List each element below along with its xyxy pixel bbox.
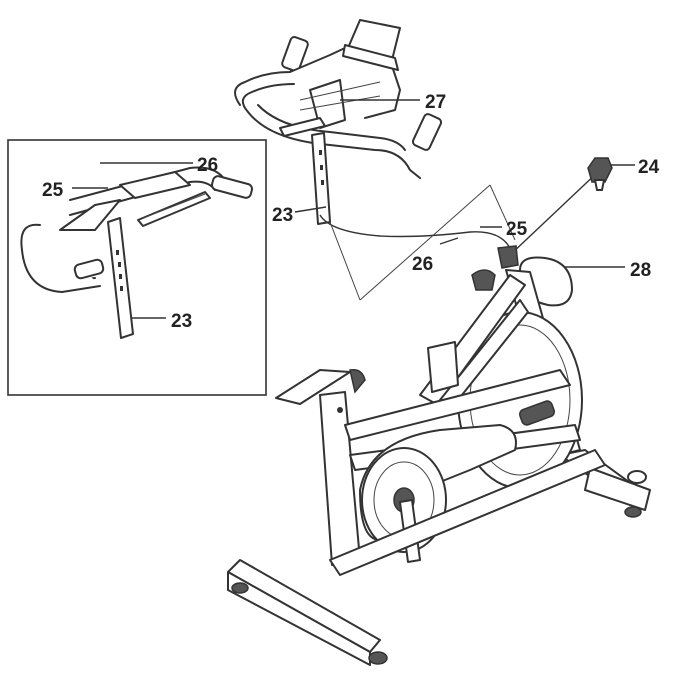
label-27: 27 <box>425 92 446 113</box>
projection-lines <box>329 184 516 301</box>
inset-seat-stem <box>107 217 134 339</box>
bottle-holder <box>427 341 459 393</box>
inset-detail-panel: 26 25 23 <box>7 139 267 396</box>
bike-frame <box>227 245 651 666</box>
label-26: 26 <box>412 254 433 275</box>
inset-handlebar <box>20 166 254 293</box>
label-inset-26: 26 <box>197 155 218 176</box>
label-24: 24 <box>638 157 660 178</box>
console-bracket <box>497 245 519 269</box>
label-28: 28 <box>630 260 651 281</box>
pedal <box>518 400 556 426</box>
handlebar-assembly <box>234 19 443 179</box>
label-25: 25 <box>506 219 528 240</box>
seat-post <box>319 391 361 566</box>
tension-knob <box>587 157 613 191</box>
rear-stabilizer <box>227 559 381 653</box>
cable <box>319 214 511 249</box>
label-inset-23: 23 <box>171 311 192 332</box>
handlebar-stem <box>311 132 331 225</box>
label-inset-25: 25 <box>42 180 64 201</box>
label-23: 23 <box>272 205 293 226</box>
adjust-knob <box>471 269 496 291</box>
